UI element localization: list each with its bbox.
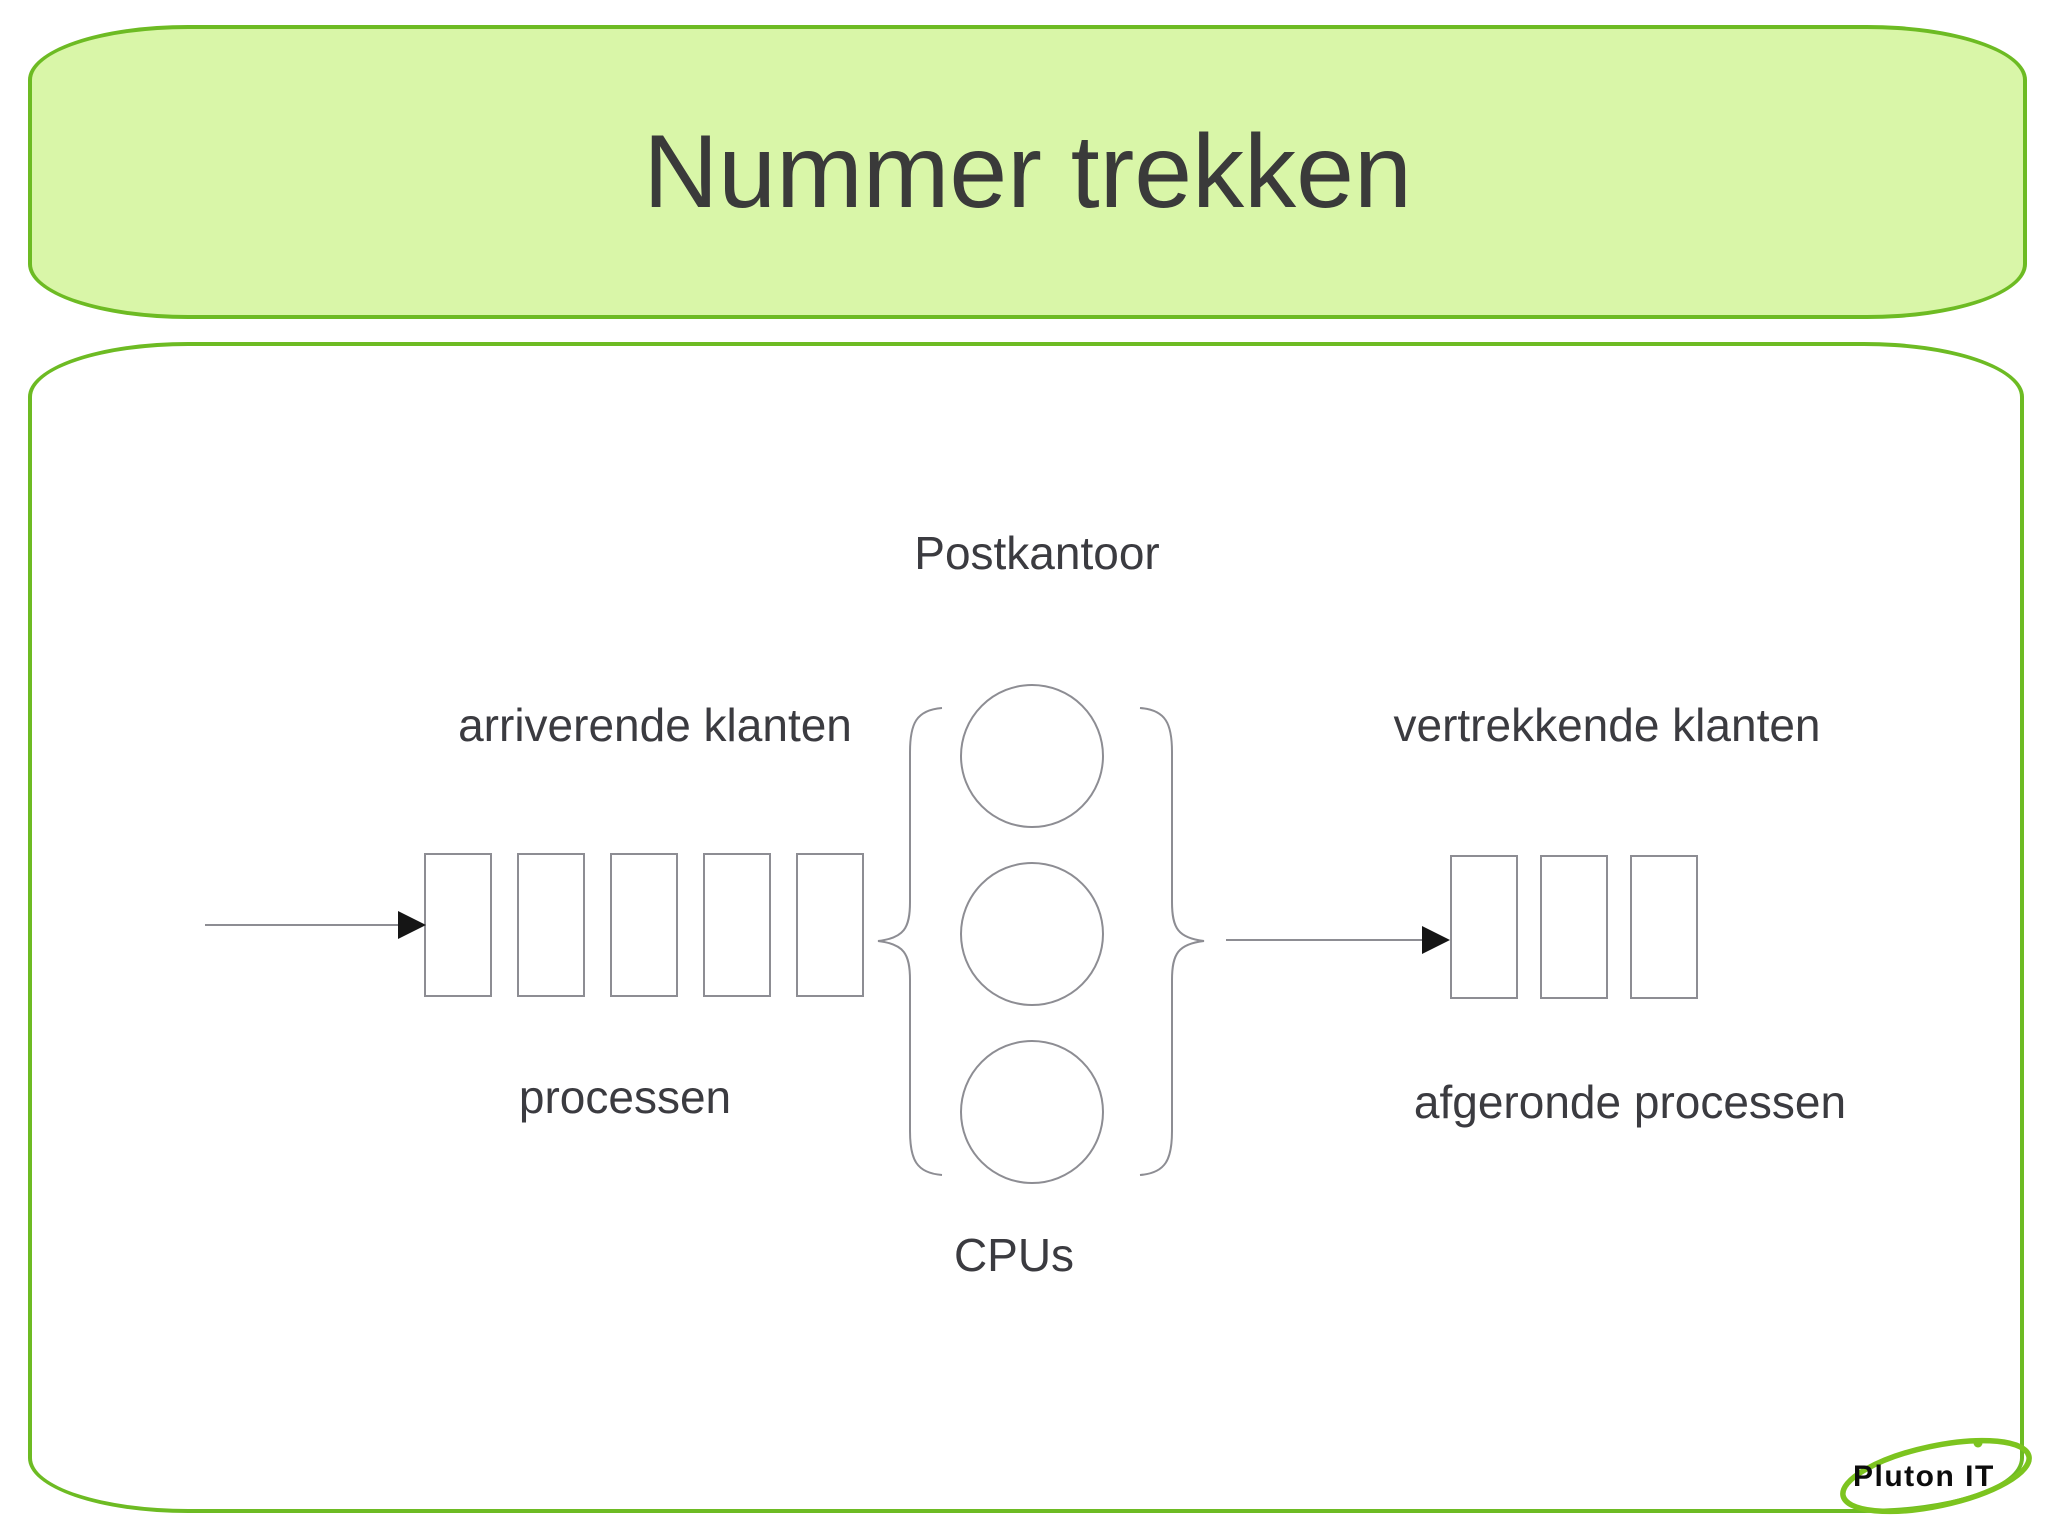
incoming-queue-slot (796, 853, 864, 997)
departing-customers-label: vertrekkende klanten (1393, 699, 1821, 751)
arriving-customers-label: arriverende klanten (458, 699, 852, 751)
finished-processes-label: afgeronde processen (1413, 1076, 1847, 1128)
cpu-circle (960, 684, 1104, 828)
logo-dot-icon (1973, 1438, 1983, 1448)
right-brace (1139, 707, 1205, 1176)
outgoing-queue-slot (1630, 855, 1698, 999)
cpus-label: CPUs (953, 1229, 1075, 1281)
outgoing-queue (1450, 855, 1698, 999)
outgoing-queue-slot (1450, 855, 1518, 999)
logo-ellipse-group (1840, 1437, 2032, 1515)
pluton-it-logo: Pluton IT (1853, 1460, 1995, 1493)
incoming-queue-slot (703, 853, 771, 997)
processes-label: processen (518, 1071, 732, 1123)
incoming-queue-slot (517, 853, 585, 997)
logo-ellipse (1840, 1437, 2032, 1515)
cpu-circle (960, 1040, 1104, 1184)
incoming-queue-slot (610, 853, 678, 997)
cpu-stack (960, 684, 1104, 1184)
incoming-arrow-head-icon (398, 911, 426, 939)
title-banner: Nummer trekken (28, 25, 2027, 319)
cpu-circle (960, 862, 1104, 1006)
slide-title: Nummer trekken (643, 113, 1412, 230)
outgoing-arrow-head-icon (1422, 926, 1450, 954)
postkantoor-label: Postkantoor (914, 527, 1160, 579)
outgoing-queue-slot (1540, 855, 1608, 999)
left-brace (877, 707, 943, 1176)
